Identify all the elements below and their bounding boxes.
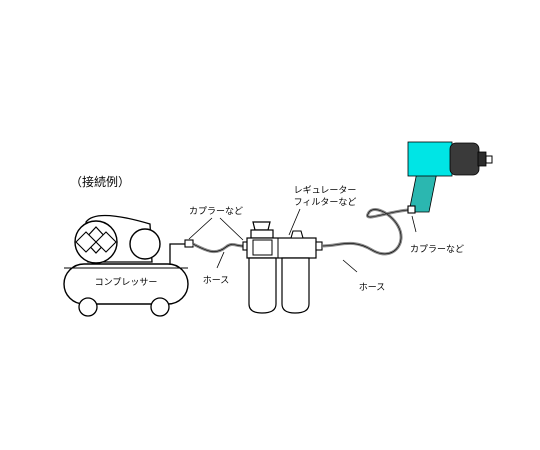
tool-body — [407, 141, 453, 177]
coupler-label-right: カプラーなど — [410, 244, 464, 255]
compressor-tank — [63, 263, 189, 305]
coupler-tool — [407, 205, 416, 214]
diagram-heading: （接続例） — [70, 174, 130, 189]
tool-head — [449, 142, 480, 176]
regulator-label-line2: フィルターなど — [294, 197, 357, 208]
compressor: コンプレッサー — [63, 214, 189, 317]
hose-label-right: ホース — [359, 282, 386, 293]
impact-wrench — [407, 141, 493, 213]
coupler-left — [184, 239, 194, 248]
coupler-label-left: カプラーなど — [189, 206, 243, 217]
hose-label-left: ホース — [203, 275, 230, 286]
motor-wheel — [129, 228, 161, 260]
regulator-filter-unit — [246, 221, 323, 314]
tool-anvil — [485, 155, 493, 164]
compressor-label: コンプレッサー — [95, 277, 158, 288]
regulator-label-line1: レギュレーター — [294, 185, 357, 196]
hose-right — [321, 208, 409, 256]
